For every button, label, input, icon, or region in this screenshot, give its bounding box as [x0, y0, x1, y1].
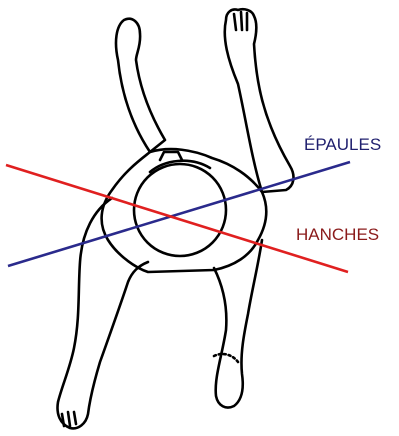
- left-leg: [58, 198, 149, 428]
- shoulders-line: [8, 162, 350, 266]
- torso: [102, 149, 267, 272]
- right-leg: [214, 240, 262, 408]
- left-arm: [116, 19, 165, 152]
- right-arm: [225, 9, 294, 192]
- helmet-detail: [160, 152, 182, 160]
- right-hand-fingers: [234, 12, 247, 30]
- left-foot-fingers: [62, 412, 76, 426]
- shoulders-label: ÉPAULES: [304, 136, 381, 153]
- right-knee-stitch: [214, 354, 238, 362]
- hips-label: HANCHES: [296, 226, 379, 243]
